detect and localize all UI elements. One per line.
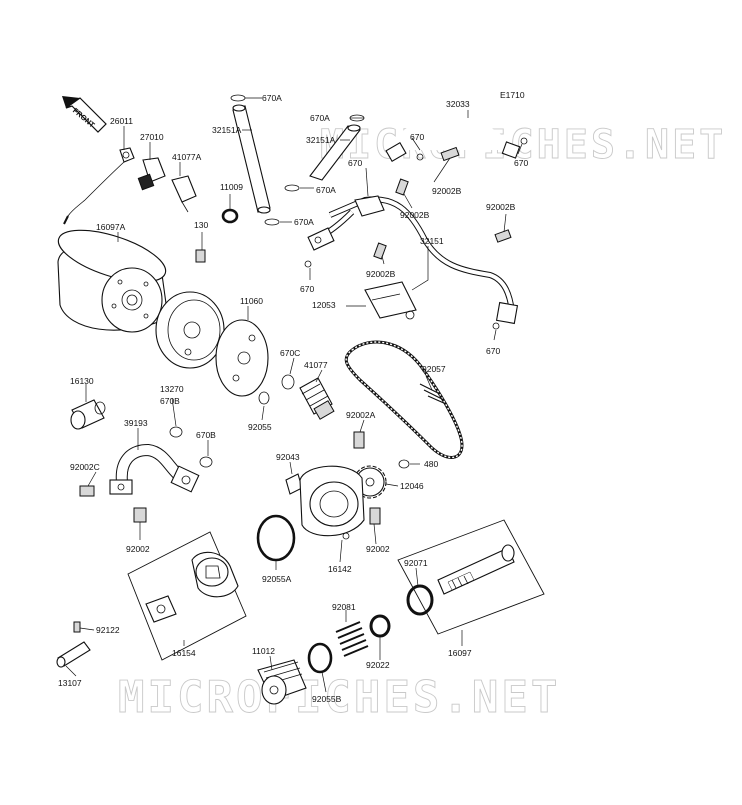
label-670: 670 [410,132,424,142]
label-16097A: 16097A [96,222,126,232]
label-16142: 16142 [328,564,352,574]
bolt-92002-b-icon [369,507,381,525]
label-92057: 92057 [422,364,446,374]
label-32151A: 32151A [306,135,336,145]
label-670A: 670A [262,93,282,103]
label-670A: 670A [310,113,330,123]
label-670C: 670C [280,348,300,358]
label-92071: 92071 [404,558,428,568]
label-92022: 92022 [366,660,390,670]
o-ring-92055B-icon [307,642,333,674]
label-16130: 16130 [70,376,94,386]
label-670: 670 [300,284,314,294]
label-670B: 670B [160,396,180,406]
label-92002: 92002 [366,544,390,554]
label-27010: 27010 [140,132,164,142]
label-92122: 92122 [96,625,120,635]
o-ring-670B-a-icon [169,426,183,438]
oil-pipe-32151A-left [230,94,280,226]
pin-13107 [56,621,91,668]
label-12046: 12046 [400,481,424,491]
bracket-12053 [364,281,417,320]
o-ring-92055-icon [258,391,270,405]
o-ring-92055A-icon [256,514,296,562]
label-16154: 16154 [172,648,196,658]
front-arrow-icon: FRONT [62,96,107,133]
bolt-92002C-icon [79,485,95,497]
label-480: 480 [424,459,438,469]
pin-92043-icon [285,473,303,495]
fitting-16130 [70,399,106,430]
label-32151A: 32151A [212,125,242,135]
label-32151: 32151 [420,236,444,246]
label-92002B: 92002B [486,202,516,212]
chain-92057 [344,340,464,459]
label-92055: 92055 [248,422,272,432]
circlip-480-icon [398,459,410,469]
part-labels: 670A 670A 670A 670A 32033 26011 27010 41… [58,93,528,704]
label-13107: 13107 [58,678,82,688]
bolt-92002B-icons [373,146,512,260]
label-11060: 11060 [240,296,263,306]
label-39193: 39193 [124,418,148,428]
label-670A: 670A [316,185,336,195]
label-92002C: 92002C [70,462,100,472]
gasket-11060 [215,319,269,397]
spring-92081 [335,621,369,657]
label-670A: 670A [294,217,314,227]
o-ring-670C-icon [281,374,295,390]
bolt-130-icon [195,249,206,263]
strainer-16097-box [397,519,545,635]
label-92055B: 92055B [312,694,342,704]
label-11012: 11012 [252,646,275,656]
filter-cover-13270 [155,291,225,369]
bolt-92002A-icon [353,431,365,449]
label-92002A: 92002A [346,410,376,420]
label-130: 130 [194,220,208,230]
oil-pressure-switch [63,147,197,225]
label-670: 670 [486,346,500,356]
label-16097: 16097 [448,648,472,658]
watermark-bottom: MICROFICHES.NET [118,672,560,723]
label-92055A: 92055A [262,574,292,584]
label-92002B: 92002B [366,269,396,279]
label-670: 670 [514,158,528,168]
leader-lines [65,97,523,693]
oil-filter [57,229,169,333]
drain-plug-11012 [257,659,307,705]
label-92002: 92002 [126,544,150,554]
label-670: 670 [348,158,362,168]
label-11009: 11009 [220,182,243,192]
fitting-41077 [299,377,335,420]
o-ring-670B-b-icon [199,456,213,468]
label-670B: 670B [196,430,216,440]
washer-92022-icon [369,614,391,638]
figure-code: E1710 [500,90,525,100]
oil-pipe-32033 [385,116,528,162]
pump-body-16142 [299,465,365,540]
label-92081: 92081 [332,602,356,612]
label-92043: 92043 [276,452,300,462]
bolt-92002-a-icon [133,507,147,523]
label-26011: 26011 [110,116,133,126]
label-32033: 32033 [446,99,470,109]
label-92002B: 92002B [400,210,430,220]
label-41077: 41077 [304,360,328,370]
label-92002B: 92002B [432,186,462,196]
elbow-pipe-39193 [109,443,200,495]
label-13270: 13270 [160,384,184,394]
label-41077A: 41077A [172,152,202,162]
rotor-set-16154-box [127,531,247,661]
oil-pipe-32151 [304,195,519,330]
washer-11009-icon [221,208,239,224]
label-12053: 12053 [312,300,336,310]
